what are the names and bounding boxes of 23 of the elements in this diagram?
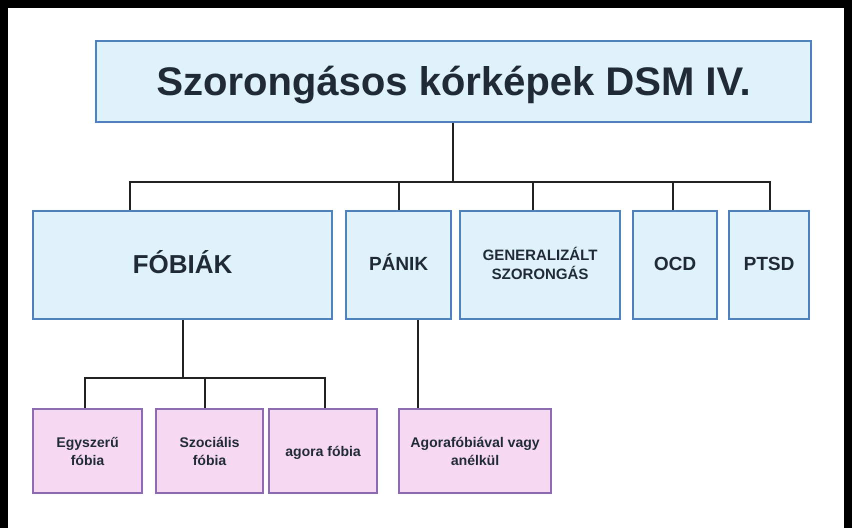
category-box <box>32 210 333 320</box>
box-label: agora fóbia <box>284 442 362 460</box>
category-box <box>728 210 810 320</box>
title-box <box>95 40 812 123</box>
category-box <box>632 210 718 320</box>
title-text: Szorongásos kórképek DSM IV. <box>155 58 752 106</box>
box-label: OCD <box>652 252 698 277</box>
category-box <box>459 210 621 320</box>
box-label: Agorafóbiával vagy anélkül <box>409 432 541 470</box>
connector-line <box>452 123 771 210</box>
connector-line <box>417 320 419 408</box>
subtype-box <box>398 408 552 494</box>
box-label: GENERALIZÁLT SZORONGÁS <box>482 246 598 284</box>
box-label: PÁNIK <box>368 252 430 277</box>
box-label: PTSD <box>742 252 796 277</box>
subtype-box <box>268 408 378 494</box>
connector-line <box>182 320 326 408</box>
box-label: FÓBIÁK <box>132 248 234 282</box>
subtype-box <box>155 408 264 494</box>
category-box <box>345 210 452 320</box>
box-label: Szociális fóbia <box>178 432 240 470</box>
box-label: Egyszerű fóbia <box>55 432 120 470</box>
subtype-box <box>32 408 143 494</box>
